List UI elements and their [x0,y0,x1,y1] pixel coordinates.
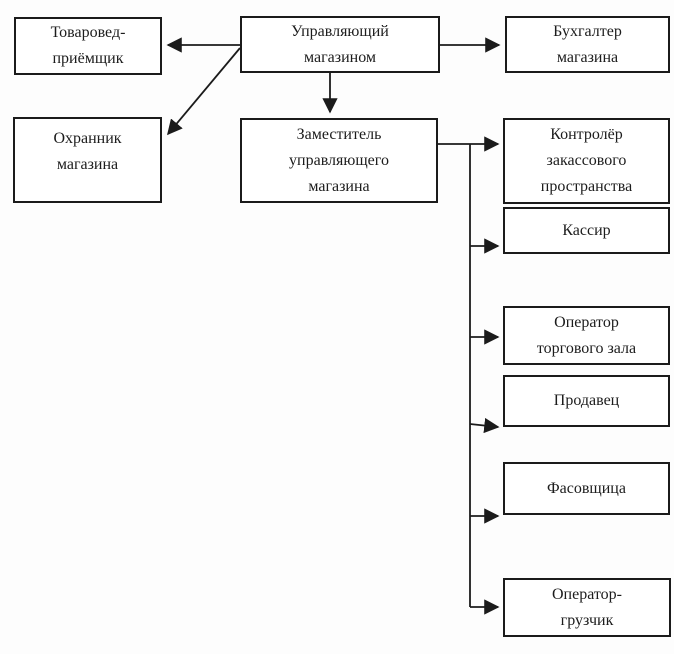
node-operator-torgovogo-zala: Оператор торгового зала [503,306,670,365]
node-fasovshchitsa: Фасовщица [503,462,670,515]
node-operator-gruzchik: Оператор- грузчик [503,578,671,637]
node-upravlyayushchiy-magazinom: Управляющий магазином [240,16,440,73]
node-kontroler-zakassovogo-prostranstva: Контролёр закассового пространства [503,118,670,204]
node-tovaroved-priyomshchik: Товаровед- приёмщик [14,17,162,75]
arrow-to-prodavets [469,417,500,434]
node-kassir: Кассир [503,207,670,254]
node-zamestitel-upravlyayushchego: Заместитель управляющего магазина [240,118,438,203]
node-bukhgalter-magazina: Бухгалтер магазина [505,16,670,73]
arrow-manager-to-okhrannik [167,47,241,136]
node-prodavets: Продавец [503,375,670,427]
node-okhrannik-magazina: Охранник магазина [13,117,162,203]
